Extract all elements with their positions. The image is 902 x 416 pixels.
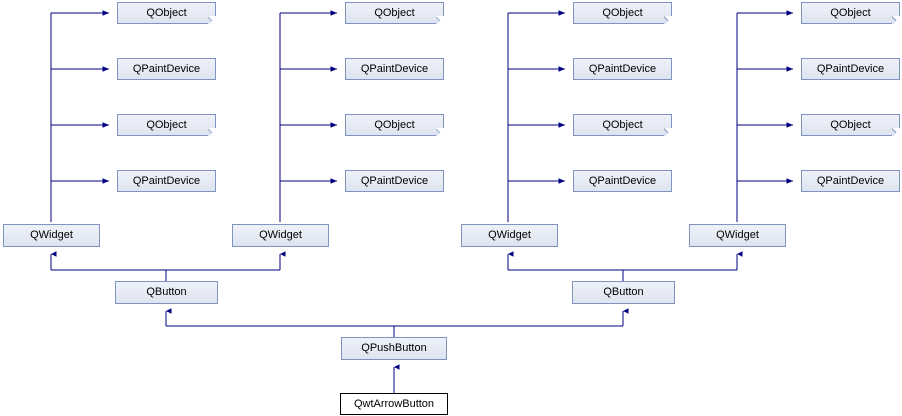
edge-qbutton-to-qpushbutton — [165, 308, 629, 337]
edge-qwidget-to-qbutton-right — [507, 251, 743, 281]
node-qwidget[interactable]: QWidget — [232, 224, 329, 247]
edge-qwidget-to-qbutton-left — [50, 251, 286, 281]
node-label: QPaintDevice — [588, 62, 657, 75]
node-label: QPushButton — [361, 342, 427, 354]
node-qobject[interactable]: QObject — [573, 2, 672, 24]
node-label: QObject — [374, 118, 415, 131]
node-qobject[interactable]: QObject — [801, 114, 900, 136]
node-label: QPaintDevice — [816, 62, 885, 75]
node-qbutton[interactable]: QButton — [115, 281, 218, 304]
node-label: QWidget — [30, 229, 73, 241]
node-qwidget[interactable]: QWidget — [3, 224, 100, 247]
node-label: QButton — [603, 286, 644, 298]
node-label: QObject — [830, 118, 871, 131]
node-label: QPaintDevice — [360, 62, 429, 75]
node-qobject[interactable]: QObject — [345, 114, 444, 136]
node-label: QObject — [602, 118, 643, 131]
edge-group-2 — [279, 10, 337, 222]
node-qobject[interactable]: QObject — [117, 2, 216, 24]
node-qpaintdevice[interactable]: QPaintDevice — [801, 58, 900, 80]
node-qpaintdevice[interactable]: QPaintDevice — [801, 170, 900, 192]
node-qpaintdevice[interactable]: QPaintDevice — [117, 58, 216, 80]
node-qobject[interactable]: QObject — [345, 2, 444, 24]
node-label: QWidget — [488, 229, 531, 241]
node-label: QPaintDevice — [132, 62, 201, 75]
node-qwtarrowbutton[interactable]: QwtArrowButton — [340, 393, 448, 415]
node-label: QObject — [830, 6, 871, 19]
node-qwidget[interactable]: QWidget — [689, 224, 786, 247]
node-qobject[interactable]: QObject — [801, 2, 900, 24]
node-label: QPaintDevice — [588, 174, 657, 187]
node-qbutton[interactable]: QButton — [572, 281, 675, 304]
node-label: QObject — [374, 6, 415, 19]
edge-group-1 — [50, 10, 109, 222]
node-label: QButton — [146, 286, 187, 298]
node-qobject[interactable]: QObject — [117, 114, 216, 136]
node-label: QwtArrowButton — [353, 397, 435, 410]
node-qpushbutton[interactable]: QPushButton — [341, 337, 447, 360]
node-label: QObject — [602, 6, 643, 19]
node-label: QObject — [146, 6, 187, 19]
node-label: QPaintDevice — [360, 174, 429, 187]
node-label: QObject — [146, 118, 187, 131]
node-label: QWidget — [716, 229, 759, 241]
node-qwidget[interactable]: QWidget — [461, 224, 558, 247]
node-qpaintdevice[interactable]: QPaintDevice — [573, 170, 672, 192]
node-qpaintdevice[interactable]: QPaintDevice — [345, 58, 444, 80]
node-qobject[interactable]: QObject — [573, 114, 672, 136]
node-qpaintdevice[interactable]: QPaintDevice — [117, 170, 216, 192]
node-label: QWidget — [259, 229, 302, 241]
edge-group-3 — [507, 10, 565, 222]
node-label: QPaintDevice — [816, 174, 885, 187]
node-label: QPaintDevice — [132, 174, 201, 187]
node-qpaintdevice[interactable]: QPaintDevice — [573, 58, 672, 80]
node-qpaintdevice[interactable]: QPaintDevice — [345, 170, 444, 192]
edge-group-4 — [736, 10, 793, 222]
